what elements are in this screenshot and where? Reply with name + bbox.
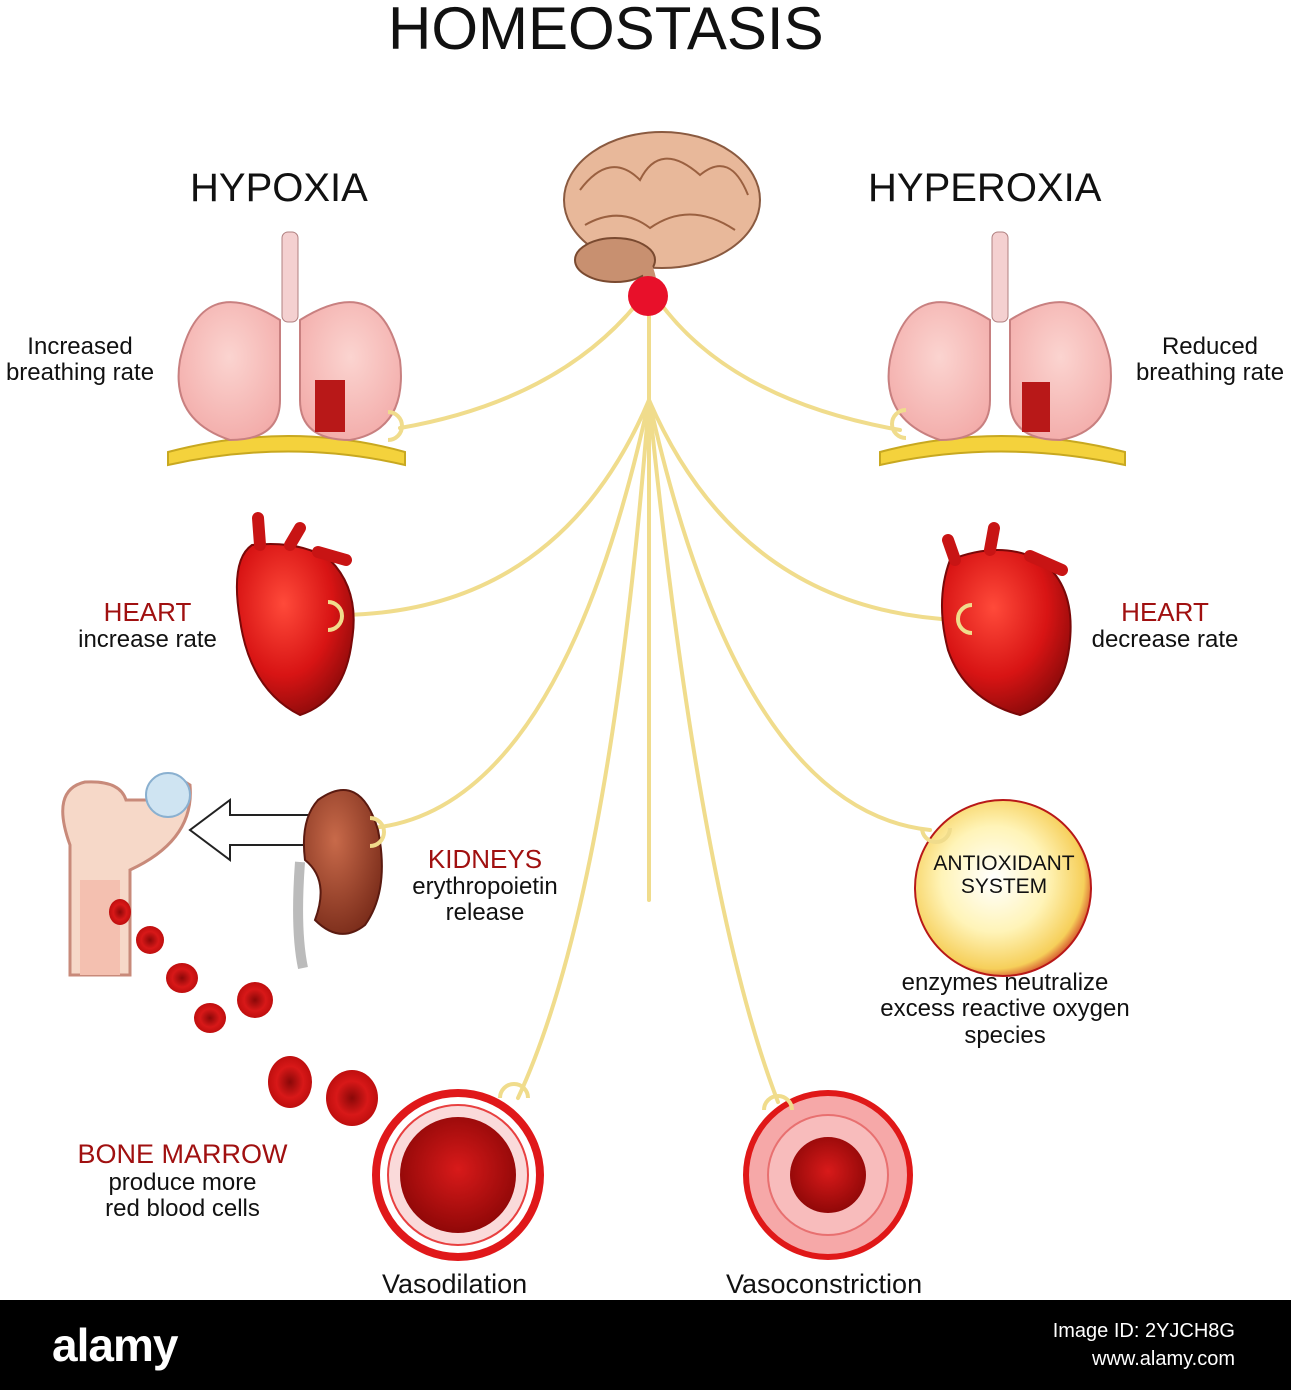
nerve-to-right-heart (647, 398, 960, 622)
nerve-to-vasodilation (516, 398, 651, 1100)
kidneys-label: KIDNEYS erythropoietin release (412, 844, 558, 926)
vasodilation-vessel-icon (372, 1082, 544, 1261)
rbc (136, 926, 164, 954)
rbc (268, 1056, 312, 1108)
heart-decrease-label: HEART decrease rate (1091, 597, 1239, 653)
nerve-to-left-lung (398, 298, 642, 430)
vasoconstriction-label: Vasoconstriction (726, 1269, 923, 1299)
rbc (166, 963, 198, 993)
bone-marrow-label: BONE MARROW produce more red blood cells (77, 1139, 288, 1223)
rbc (109, 899, 131, 925)
nerve-to-vasoconstriction (647, 398, 780, 1104)
antioxidant-sphere-icon (914, 799, 1092, 977)
site-url-text: www.alamy.com (1092, 1348, 1235, 1370)
antioxidant-description: enzymes neutralize excess reactive oxyge… (880, 969, 1130, 1049)
left-lungs-icon (167, 231, 406, 467)
right-lungs-icon (879, 231, 1126, 467)
diagram-art (61, 131, 1126, 1261)
red-blood-cells-icon (109, 899, 378, 1126)
heart-increase-label: HEART increase rate (78, 597, 217, 653)
femur-bone-icon (61, 772, 192, 977)
nerve-to-kidney (370, 398, 651, 830)
kidney-icon (293, 789, 386, 970)
nerve-pathways (343, 298, 960, 1104)
rbc (194, 1003, 226, 1033)
rbc (237, 982, 273, 1018)
nerve-to-right-lung (656, 298, 902, 432)
hyperoxia-heading: HYPEROXIA (868, 166, 1102, 210)
brand-logo: alamy (52, 1319, 178, 1371)
brain-icon (563, 131, 761, 316)
rbc (326, 1070, 378, 1126)
nerve-to-antioxidant (647, 398, 932, 832)
reduced-breathing-label: Reduced breathing rate (1135, 333, 1285, 387)
nerve-to-left-heart (343, 398, 651, 617)
vasoconstriction-vessel-icon (743, 1090, 913, 1260)
hypoxia-heading: HYPOXIA (190, 166, 368, 210)
hypothalamus-node (628, 276, 668, 316)
left-heart-icon (235, 512, 355, 717)
increased-breathing-label: Increased breathing rate (5, 333, 155, 387)
page-title: HOMEOSTASIS (388, 0, 824, 62)
antioxidant-system-label: ANTIOXIDANT SYSTEM (933, 852, 1075, 899)
image-id-text: Image ID: 2YJCH8G (1052, 1320, 1235, 1342)
footer-bar: alamy Image ID: 2YJCH8G www.alamy.com (0, 1300, 1291, 1390)
vasodilation-label: Vasodilation (382, 1269, 528, 1299)
right-heart-icon (941, 522, 1072, 717)
